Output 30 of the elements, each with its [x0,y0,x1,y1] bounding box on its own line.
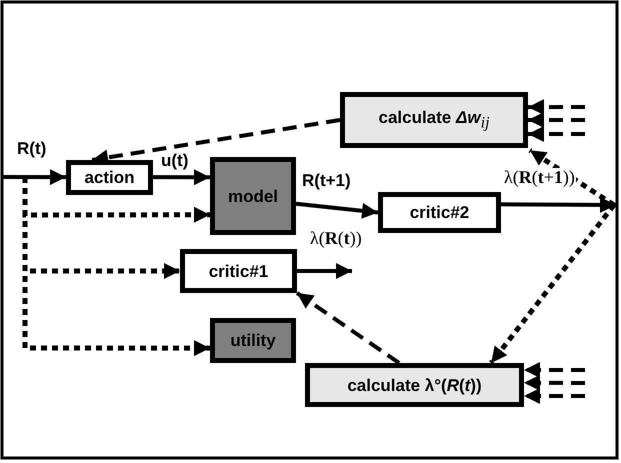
arrow [297,263,352,279]
dashed-arrow [524,374,585,391]
process-box [378,192,501,233]
edge-label: u(t) [160,152,190,169]
calculation-box [340,92,528,148]
node-label: action [84,169,135,186]
dashed-arrow [296,291,400,365]
node-label: model [228,188,278,204]
node-label: utility [230,332,276,349]
dashed-arrow [528,126,585,142]
arrow [500,196,616,213]
edge-label: λ(R(t)) [309,229,363,247]
dashed-arrow [528,99,585,116]
edge-label: R(t) [16,140,48,157]
process-box [210,157,296,235]
dashed-arrow [524,362,585,378]
dashed-arrow [524,388,585,404]
node-label: calculate λ°(R(t)) [347,376,482,394]
arrow [2,169,66,186]
edge-label: R(t+1) [301,172,352,189]
process-box [180,249,297,293]
process-box [66,160,153,195]
dashed-arrow [528,112,585,128]
calculation-box [305,363,524,407]
process-box [210,318,296,363]
node-label: critic#2 [410,204,470,221]
arrow [296,202,378,219]
arrow [153,169,210,186]
edge-label: λ(R(t+1)) [503,168,576,186]
node-label: critic#1 [208,262,268,280]
